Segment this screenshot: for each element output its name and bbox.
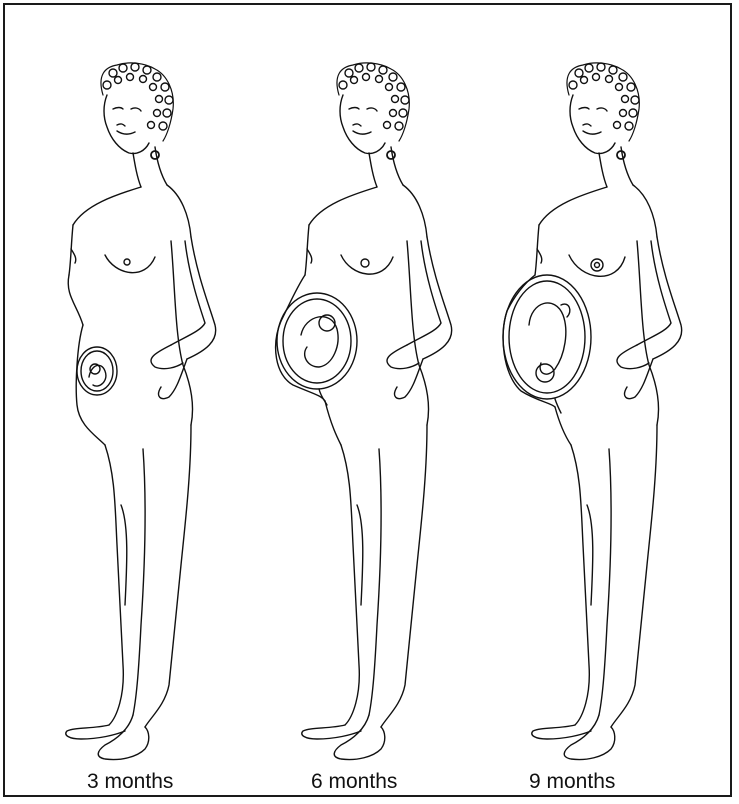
- womb-6-months: [277, 293, 357, 389]
- breast-9-months: [569, 255, 625, 276]
- earring-9-months: [617, 151, 625, 159]
- caption-9-months: 9 months: [529, 770, 615, 794]
- hair-9-months: [567, 63, 639, 141]
- woman-figure-9-months: [471, 5, 711, 765]
- face-3-months: [104, 95, 149, 154]
- womb-3-months: [77, 347, 117, 395]
- earring-6-months: [387, 151, 395, 159]
- earring-3-months: [151, 151, 159, 159]
- face-9-months: [570, 95, 615, 154]
- caption-3-months: 3 months: [87, 770, 173, 794]
- womb-9-months: [503, 275, 591, 399]
- caption-6-months: 6 months: [311, 770, 397, 794]
- illustration-frame: 3 months 6 months 9 months: [3, 3, 732, 797]
- face-6-months: [340, 95, 385, 154]
- breast-6-months: [341, 255, 393, 274]
- woman-figure-6-months: [241, 5, 481, 765]
- hair-3-months: [101, 63, 173, 141]
- woman-figure-3-months: [5, 5, 245, 765]
- hair-6-months: [337, 63, 409, 141]
